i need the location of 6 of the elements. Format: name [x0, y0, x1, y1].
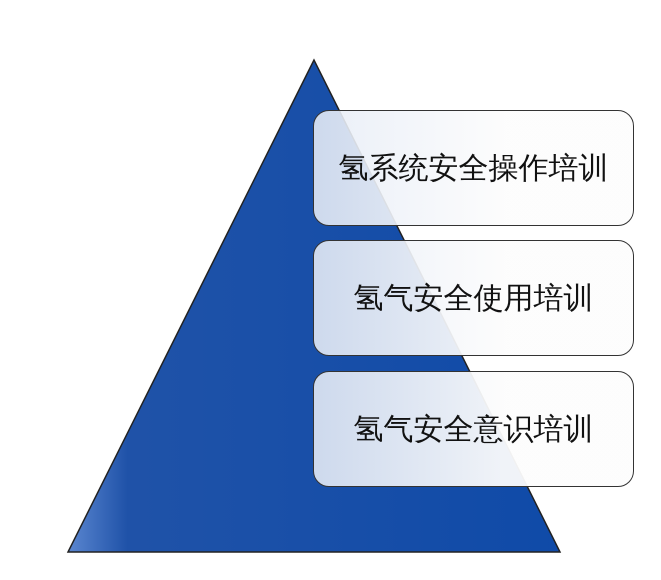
training-box	[313, 371, 634, 487]
training-box	[313, 240, 634, 356]
training-label: 氢气安全使用培训	[354, 280, 594, 318]
training-label: 氢气安全意识培训	[354, 410, 594, 448]
training-box	[313, 110, 634, 226]
training-label: 氢系统安全操作培训	[338, 150, 608, 188]
